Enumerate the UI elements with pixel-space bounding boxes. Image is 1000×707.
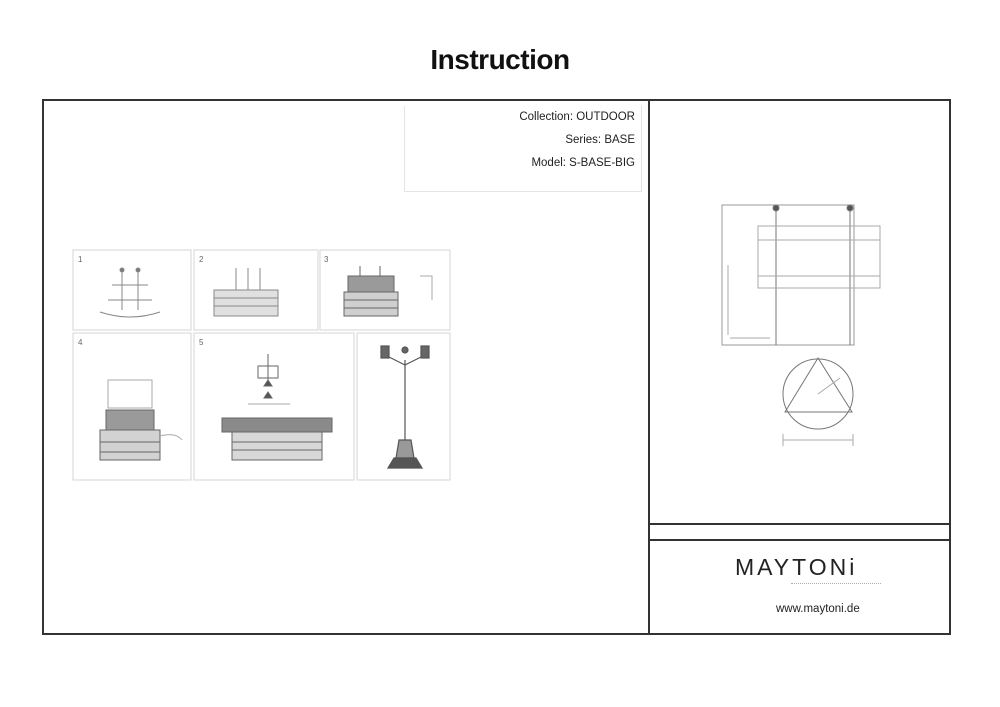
step-5-number: 5	[199, 338, 204, 347]
step-2-figure	[213, 268, 279, 317]
overview-panel	[356, 332, 451, 481]
brand-divider-bottom	[650, 539, 951, 541]
step-3-number: 3	[324, 255, 329, 264]
website-link[interactable]: www.maytoni.de	[776, 603, 860, 615]
step-2-number: 2	[199, 255, 204, 264]
brand-logo: MAYTONi	[735, 554, 858, 580]
brand-tagline-line	[791, 580, 881, 584]
step-1-number: 1	[78, 255, 83, 264]
dimension-drawing-top	[782, 357, 854, 446]
instruction-frame	[42, 99, 951, 635]
step-1-panel	[72, 249, 192, 331]
series-label: Series: BASE	[565, 134, 635, 146]
step-panels	[72, 249, 451, 481]
step-4-number: 4	[78, 338, 83, 347]
dimension-drawing-front	[721, 204, 881, 346]
step-1-figure	[99, 267, 161, 318]
step-4-figure	[99, 379, 183, 461]
step-2-panel	[193, 249, 319, 331]
collection-label: Collection: OUTDOOR	[519, 111, 635, 123]
step-4-panel	[72, 332, 192, 481]
lamp-post-figure	[380, 345, 430, 469]
page-title: Instruction	[430, 44, 570, 75]
step-5-panel	[193, 332, 355, 481]
step-5-figure	[221, 354, 333, 461]
model-label: Model: S-BASE-BIG	[531, 157, 635, 169]
step-3-panel	[319, 249, 451, 331]
step-3-figure	[343, 266, 433, 317]
brand-divider-top	[650, 523, 951, 525]
product-info-box: Collection: OUTDOOR Series: BASE Model: …	[404, 106, 642, 192]
column-divider	[648, 99, 650, 635]
